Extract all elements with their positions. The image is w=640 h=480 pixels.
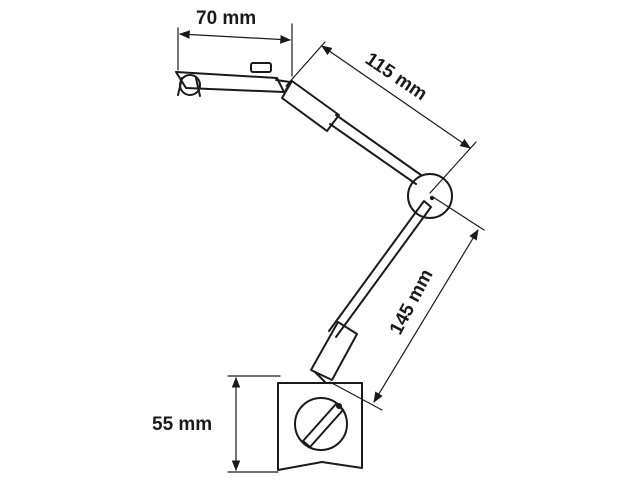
indicator-holder xyxy=(175,62,291,97)
magnetic-base xyxy=(277,382,363,471)
label-holder-length: 70 mm xyxy=(196,8,256,29)
dimension-line-70 xyxy=(178,30,292,44)
dimension-upper-arm: 115 mm xyxy=(285,41,477,194)
lower-arm-foot xyxy=(314,371,326,383)
base-body xyxy=(277,382,363,471)
lower-arm-sleeve xyxy=(310,321,358,381)
magnet-switch-knob xyxy=(294,397,348,451)
dimension-holder-length: 70 mm xyxy=(177,8,293,77)
upper-arm-rod xyxy=(329,114,422,185)
dimension-line-145 xyxy=(373,229,479,403)
holder-screw-icon xyxy=(250,62,272,73)
dimension-base-height: 55 mm xyxy=(152,375,281,473)
joint-ball xyxy=(407,173,453,219)
dimension-line-115 xyxy=(321,45,471,149)
dimension-lower-arm: 145 mm xyxy=(329,196,485,411)
label-lower-arm-length: 145 mm xyxy=(386,266,438,338)
central-joint xyxy=(407,173,453,219)
label-base-height: 55 mm xyxy=(152,414,212,435)
upper-arm xyxy=(281,80,422,185)
